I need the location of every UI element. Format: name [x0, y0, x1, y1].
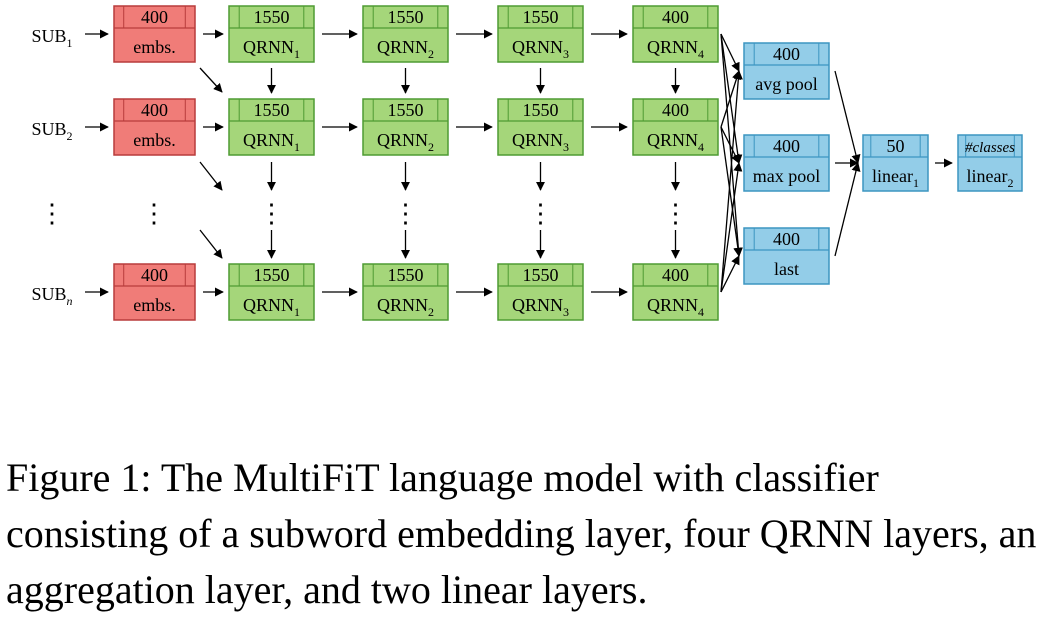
qrnn4-block-row-3-label: QRNN4: [647, 295, 704, 319]
linear1-block-size: 50: [887, 136, 905, 156]
aggregation-block-2-label: max pool: [753, 166, 821, 186]
linear1-block-label: linear1: [872, 166, 919, 190]
qrnn2-block-row-2-size: 1550: [388, 100, 424, 120]
embedding-block-row-3-size: 400: [141, 265, 168, 285]
embedding-block-row-3-label: embs.: [133, 295, 176, 315]
linear2-block-label: linear2: [967, 166, 1014, 190]
figure-caption: Figure 1: The MultiFiT language model wi…: [6, 455, 1037, 612]
input-label-3: SUBn: [31, 284, 72, 308]
qrnn4-block-row-1-label: QRNN4: [647, 37, 704, 61]
embedding-block-row-1-label: embs.: [133, 37, 176, 57]
diagonal-arrow-2: [199, 161, 223, 191]
qrnn3-block-row-1-label: QRNN3: [512, 37, 569, 61]
ellipsis-3: ⋮: [259, 199, 285, 228]
agg1-to-linear1-arrow: [834, 70, 861, 164]
qrnn2-block-row-1-label: QRNN2: [377, 37, 434, 61]
ellipsis-1: ⋮: [39, 199, 65, 228]
qrnn1-block-row-1-size: 1550: [254, 7, 290, 27]
qrnn3-block-row-2-size: 1550: [523, 100, 559, 120]
qrnn4-block-row-3-size: 400: [662, 265, 689, 285]
fan-arrow-row2-to-agg3: [720, 126, 743, 257]
aggregation-block-1: 400 avg pool: [743, 42, 830, 100]
qrnn1-block-row-3-label: QRNN1: [243, 295, 300, 319]
aggregation-block-3-size: 400: [773, 229, 800, 249]
connections: [85, 29, 953, 297]
linear2-block-size: #classes: [965, 140, 1015, 156]
qrnn3-block-row-3-label: QRNN3: [512, 295, 569, 319]
qrnn4-block-row-2-label: QRNN4: [647, 130, 704, 154]
aggregation-block-2: 400 max pool: [743, 134, 830, 192]
embedding-block-row-2-size: 400: [141, 100, 168, 120]
aggregation-block-3-label: last: [774, 259, 799, 279]
linear2-block: #classes linear2: [957, 134, 1023, 192]
qrnn4-block-row-2-size: 400: [662, 100, 689, 120]
layer-blocks: 400embs.1550QRNN11550QRNN21550QRNN3400QR…: [113, 5, 1023, 321]
agg3-to-linear1-arrow: [834, 162, 861, 257]
qrnn2-block-row-1-size: 1550: [388, 7, 424, 27]
qrnn2-block-row-2-label: QRNN2: [377, 130, 434, 154]
aggregation-block-3: 400 last: [743, 227, 830, 285]
aggregation-block-2-size: 400: [773, 136, 800, 156]
ellipsis-6: ⋮: [663, 199, 689, 228]
embedding-block-row-2: 400 embs.: [113, 98, 196, 156]
ellipsis-5: ⋮: [528, 199, 554, 228]
qrnn1-block-row-3-size: 1550: [254, 265, 290, 285]
qrnn3-block-row-2-label: QRNN3: [512, 130, 569, 154]
linear1-block: 50 linear1: [862, 134, 929, 192]
fan-arrow-row2-to-agg2: [720, 126, 740, 164]
input-label-1: SUB1: [31, 26, 72, 50]
embedding-block-row-1: 400 embs.: [113, 5, 196, 63]
aggregation-block-1-label: avg pool: [755, 74, 818, 94]
embedding-block-row-3: 400 embs.: [113, 263, 196, 321]
aggregation-block-1-size: 400: [773, 44, 800, 64]
qrnn1-block-row-2-label: QRNN1: [243, 130, 300, 154]
fan-arrow-row1-to-agg1: [720, 33, 740, 72]
qrnn1-block-row-1-label: QRNN1: [243, 37, 300, 61]
fan-arrow-row2-to-agg1: [720, 70, 741, 128]
fan-arrow-row3-to-agg1: [720, 70, 743, 293]
embedding-block-row-1-size: 400: [141, 7, 168, 27]
diagonal-arrow-3: [199, 229, 223, 259]
multifit-architecture-diagram: 400embs.1550QRNN11550QRNN21550QRNN3400QR…: [31, 5, 1023, 321]
fan-arrow-row3-to-agg2: [720, 162, 743, 293]
qrnn2-block-row-3-label: QRNN2: [377, 295, 434, 319]
embedding-block-row-2-label: embs.: [133, 130, 176, 150]
qrnn3-block-row-1-size: 1550: [523, 7, 559, 27]
qrnn2-block-row-3-size: 1550: [388, 265, 424, 285]
fan-arrow-row3-to-agg3: [720, 255, 740, 293]
ellipsis-4: ⋮: [393, 199, 419, 228]
ellipsis-2: ⋮: [141, 199, 167, 228]
qrnn4-block-row-1-size: 400: [662, 7, 689, 27]
qrnn1-block-row-2-size: 1550: [254, 100, 290, 120]
qrnn3-block-row-3-size: 1550: [523, 265, 559, 285]
diagonal-arrow-1: [199, 67, 223, 93]
input-label-2: SUB2: [31, 119, 72, 143]
